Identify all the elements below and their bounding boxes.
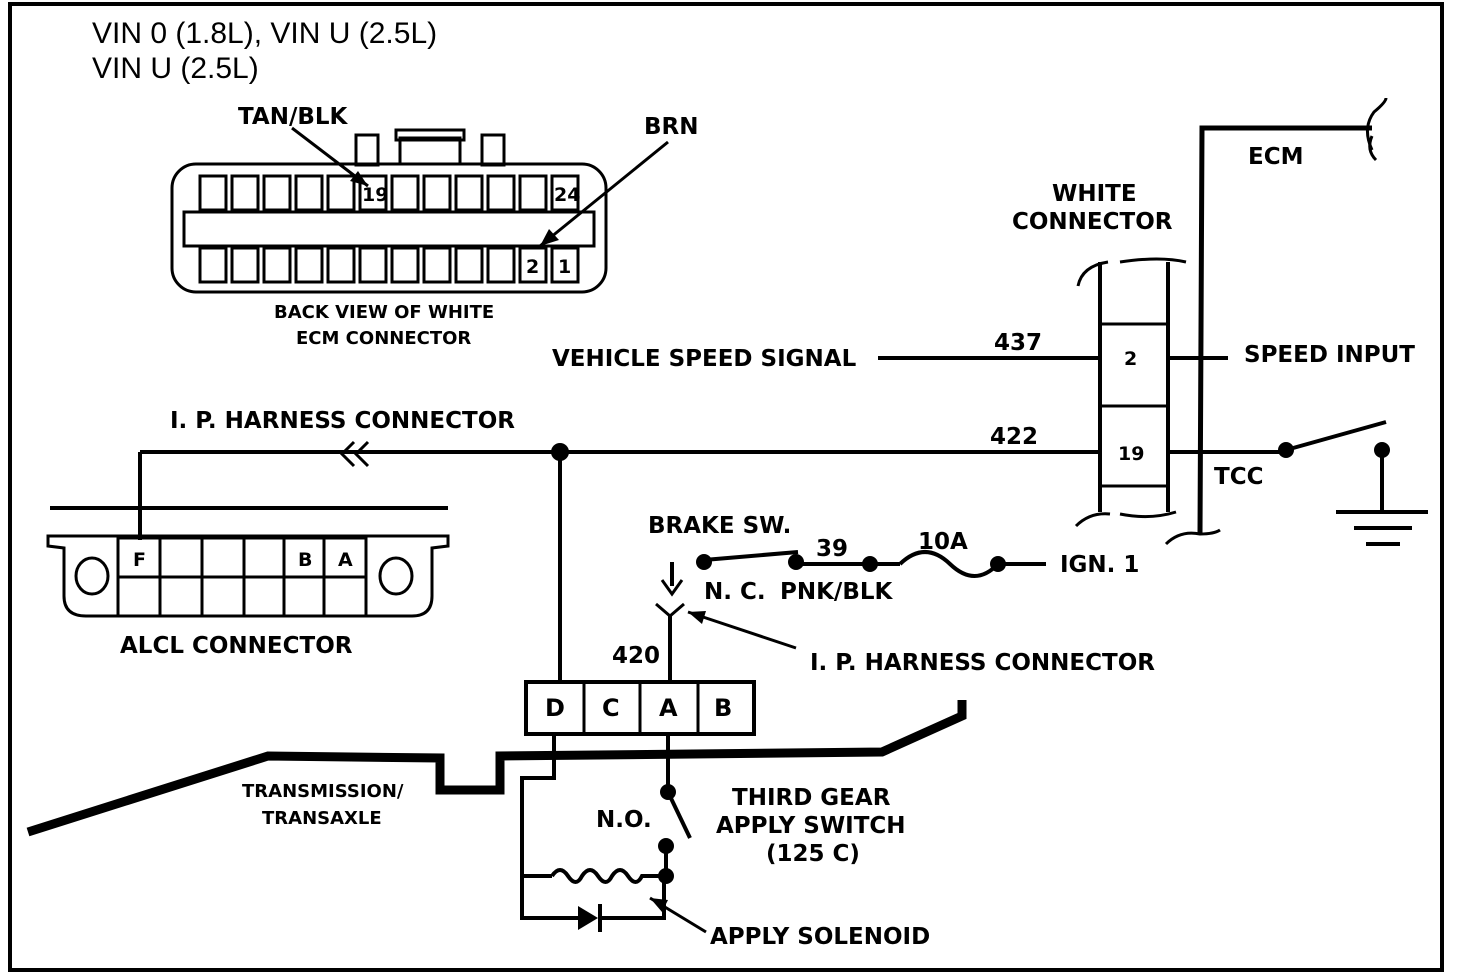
transmission-connector bbox=[524, 680, 756, 736]
wire-437-label: 437 bbox=[994, 330, 1042, 356]
vehicle-speed-signal-label: VEHICLE SPEED SIGNAL bbox=[552, 346, 857, 372]
nc-label: N. C. bbox=[704, 579, 766, 605]
ecm-connector-caption-1: BACK VIEW OF WHITE bbox=[274, 302, 494, 323]
third-gear-label-1: THIRD GEAR bbox=[732, 785, 891, 811]
ecm-pin-19: 19 bbox=[362, 184, 388, 206]
ecm-box bbox=[1197, 97, 1388, 535]
alcl-connector-label: ALCL CONNECTOR bbox=[120, 633, 353, 659]
ground-icon bbox=[1336, 510, 1428, 546]
ip-harness-connector-icon bbox=[339, 440, 370, 468]
ecm-connector-back-view: 19 24 2 1 bbox=[170, 128, 608, 294]
alcl-pin-f: F bbox=[133, 549, 146, 571]
brake-sw-contact bbox=[696, 554, 712, 570]
diode-icon bbox=[578, 906, 598, 930]
ip-harness-connector-mid-icon bbox=[655, 602, 685, 618]
white-connector-label-2: CONNECTOR bbox=[1012, 209, 1173, 235]
tcc-label: TCC bbox=[1214, 464, 1263, 490]
transmission-label-2: TRANSAXLE bbox=[262, 808, 382, 829]
tan-blk-label: TAN/BLK bbox=[238, 104, 349, 130]
brn-leader bbox=[539, 140, 669, 248]
ip-harness-connector-top-label: I. P. HARNESS CONNECTOR bbox=[170, 408, 515, 434]
alcl-pin-a: A bbox=[338, 549, 353, 571]
fuse-10a-label: 10A bbox=[918, 529, 968, 555]
white-connector-cavity-19: 19 bbox=[1118, 443, 1144, 465]
ip-harness-connector-mid-label: I. P. HARNESS CONNECTOR bbox=[810, 650, 1155, 676]
ecm-pin-2: 2 bbox=[526, 256, 539, 278]
alcl-connector bbox=[46, 452, 450, 618]
trans-pin-b: B bbox=[714, 694, 732, 722]
apply-solenoid-arrowhead bbox=[650, 898, 668, 912]
header-line2: VIN U (2.5L) bbox=[92, 52, 259, 85]
diagram-border bbox=[8, 2, 1444, 972]
fuse-10a bbox=[898, 550, 1000, 578]
brn-arrowhead bbox=[540, 229, 559, 246]
speed-input-label: SPEED INPUT bbox=[1244, 342, 1415, 368]
brake-sw-label: BRAKE SW. bbox=[648, 513, 791, 539]
apply-solenoid-coil bbox=[550, 868, 666, 884]
wire-39-label: 39 bbox=[816, 536, 848, 562]
alcl-pin-b: B bbox=[298, 549, 312, 571]
transmission-case-outline bbox=[26, 700, 967, 837]
pnk-blk-label: PNK/BLK bbox=[780, 579, 894, 605]
tan-blk-arrowhead bbox=[350, 171, 368, 186]
white-connector bbox=[1074, 257, 1221, 546]
ecm-pin-24: 24 bbox=[554, 184, 580, 206]
tcc-switch-blade bbox=[1285, 420, 1387, 452]
third-gear-label-3: (125 C) bbox=[766, 841, 860, 867]
ecm-label: ECM bbox=[1248, 144, 1303, 170]
no-label: N.O. bbox=[596, 807, 652, 833]
header-line1: VIN 0 (1.8L), VIN U (2.5L) bbox=[92, 17, 437, 50]
trans-pin-d: D bbox=[545, 694, 565, 722]
ign1-label: IGN. 1 bbox=[1060, 552, 1139, 578]
transmission-label-1: TRANSMISSION/ bbox=[242, 781, 404, 802]
ecm-connector-caption-2: ECM CONNECTOR bbox=[296, 328, 471, 349]
ip-harness-connector-mid-leader bbox=[687, 610, 797, 650]
ip-harness-connector-mid-arrowhead bbox=[688, 611, 706, 624]
brake-sw-blade bbox=[703, 550, 799, 562]
third-gear-switch-blade bbox=[666, 791, 692, 839]
trans-pin-a: A bbox=[659, 694, 678, 722]
apply-solenoid-label: APPLY SOLENOID bbox=[710, 924, 930, 950]
nc-arrow-icon bbox=[660, 579, 684, 597]
white-connector-label-1: WHITE bbox=[1052, 181, 1137, 207]
third-gear-label-2: APPLY SWITCH bbox=[716, 813, 906, 839]
wire-422-label: 422 bbox=[990, 424, 1038, 450]
trans-pin-c: C bbox=[602, 694, 620, 722]
brn-label: BRN bbox=[644, 114, 699, 140]
ecm-pin-1: 1 bbox=[558, 256, 571, 278]
wire-420-label: 420 bbox=[612, 643, 660, 669]
white-connector-cavity-2: 2 bbox=[1124, 348, 1137, 370]
wire-d-internal bbox=[520, 734, 562, 920]
